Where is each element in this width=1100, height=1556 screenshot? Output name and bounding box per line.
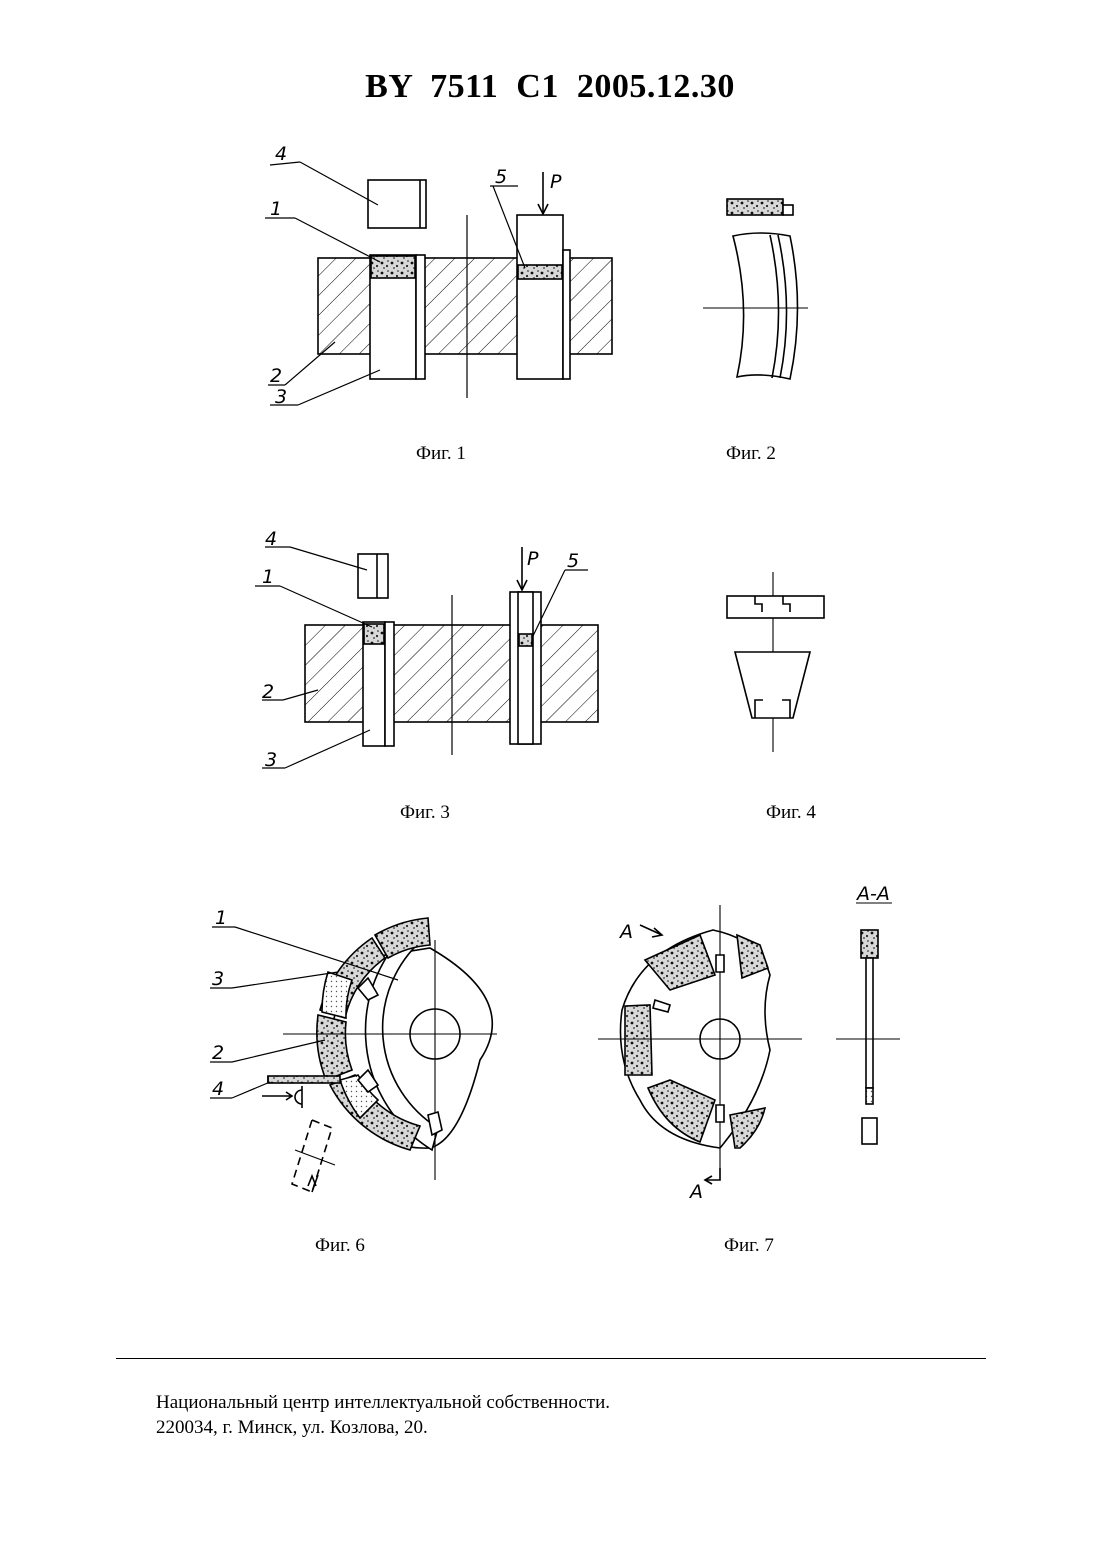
- fig3-label-1: 1: [262, 566, 274, 588]
- fig7-label-a-top: A: [618, 921, 633, 943]
- fig1-label-5: 5: [495, 166, 507, 188]
- fig6-label-2: 2: [212, 1042, 224, 1064]
- fig7-label-section: A-A: [855, 883, 890, 905]
- footer-divider: [116, 1358, 986, 1359]
- figure-6: [210, 918, 497, 1192]
- fig1-label-p: P: [550, 171, 562, 193]
- fig3-label-2: 2: [262, 681, 274, 703]
- fig3-label-4: 4: [265, 528, 277, 550]
- footer-line-2: 220034, г. Минск, ул. Козлова, 20.: [156, 1415, 610, 1440]
- fig1-label-1: 1: [270, 198, 282, 220]
- curved-segment: [733, 233, 798, 379]
- figure-1: [265, 162, 612, 405]
- footer-line-1: Национальный центр интеллектуальной собс…: [156, 1390, 610, 1415]
- fig1-label-3: 3: [275, 386, 287, 408]
- footer: Национальный центр интеллектуальной собс…: [156, 1390, 610, 1440]
- figure-4: [727, 572, 824, 752]
- fig4-caption: Фиг. 4: [766, 802, 816, 824]
- fig6-label-4: 4: [212, 1078, 224, 1100]
- fig3-label-5: 5: [567, 550, 579, 572]
- fig3-label-p: P: [527, 548, 539, 570]
- fig1-caption: Фиг. 1: [416, 443, 466, 465]
- figure-3: [255, 547, 598, 768]
- figure-7: [598, 903, 900, 1184]
- fig2-caption: Фиг. 2: [726, 443, 776, 465]
- figure-2: [703, 199, 808, 379]
- right-punch: [517, 215, 563, 379]
- segment-blank: [371, 256, 415, 278]
- fig6-label-3: 3: [212, 968, 224, 990]
- fig6-label-1: 1: [215, 907, 227, 929]
- fig1-label-4: 4: [275, 143, 287, 165]
- fig3-label-3: 3: [265, 749, 277, 771]
- fig1-label-2: 2: [270, 365, 282, 387]
- fig7-label-a-bottom: A: [688, 1181, 703, 1203]
- fig6-caption: Фиг. 6: [315, 1235, 365, 1257]
- fig7-caption: Фиг. 7: [724, 1235, 774, 1257]
- fig3-caption: Фиг. 3: [400, 802, 450, 824]
